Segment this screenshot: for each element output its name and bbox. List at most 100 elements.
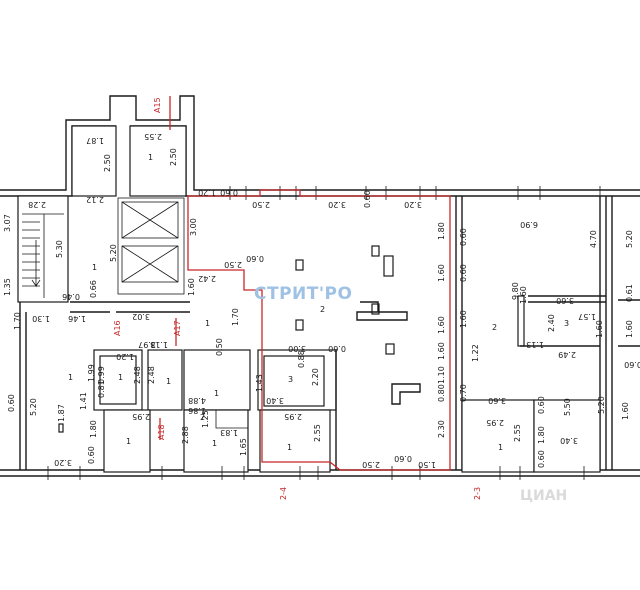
dimension-label: 2.88 xyxy=(181,426,190,444)
dimension-label: 2.50 xyxy=(224,260,242,269)
room-number: 1 xyxy=(212,439,217,448)
dimension-label: 1.86 xyxy=(188,406,206,415)
dimension-label: 5.30 xyxy=(55,240,64,258)
dimension-label: 0.88 xyxy=(297,350,306,368)
dimensions: 2.28 0.46 3.07 5.30 1.35 1.70 1.30 1.46 … xyxy=(3,132,640,469)
dimension-label: 1.83 xyxy=(220,428,238,437)
room-number: 1 xyxy=(68,373,73,382)
dimension-label: 0.46 xyxy=(62,292,80,301)
room-number: 1 xyxy=(214,389,219,398)
dimension-label: 2.55 xyxy=(313,424,322,442)
dimension-label: 0.81 xyxy=(97,380,106,398)
dimension-label: 3.02 xyxy=(132,312,150,321)
dimension-label: 0.66 xyxy=(89,280,98,298)
dimension-label: 0.99 xyxy=(97,366,106,384)
dimension-label: 1.70 xyxy=(13,312,22,330)
dimension-label: 2.48 xyxy=(147,366,156,384)
dimension-label: 1.57 xyxy=(578,312,596,321)
dimension-label: 0.60 xyxy=(246,254,264,263)
room-number: 2 xyxy=(200,413,205,422)
dimension-label: 0.60 xyxy=(624,360,640,369)
dimension-label: 2.12 xyxy=(86,195,104,204)
dimension-label: 1.60 xyxy=(459,310,468,328)
dimension-label: 0.60 xyxy=(7,394,16,412)
dimension-label: 3.20 xyxy=(328,200,346,209)
dimension-label: 5.20 xyxy=(625,230,634,248)
dimension-label: 1.87 xyxy=(57,404,66,422)
dimension-label: 1.20 xyxy=(116,352,134,361)
room-number: 1 xyxy=(166,377,171,386)
watermark: СТРИТ'РО xyxy=(254,284,352,304)
dimension-label: 1.87 xyxy=(86,136,104,145)
room-number: 3 xyxy=(288,375,293,384)
room-number: 1 xyxy=(126,437,131,446)
dimension-label: 2.55 xyxy=(144,132,162,141)
dimension-label: 1.18 xyxy=(150,340,168,349)
dimension-label: 1.50 xyxy=(418,460,436,469)
dimension-label: 0.50 xyxy=(215,338,224,356)
dimension-label: 2.42 xyxy=(198,274,216,283)
dimension-label: 2.95 xyxy=(284,412,302,421)
leased-area-outline xyxy=(187,189,451,471)
dimension-label: 2.49 xyxy=(558,350,576,359)
dimension-label: 1.60 xyxy=(437,264,446,282)
dimension-label: 2.55 xyxy=(513,424,522,442)
dimension-label: 2.95 xyxy=(132,412,150,421)
dimension-label: 2.50 xyxy=(362,460,380,469)
room-number: 1 xyxy=(498,443,503,452)
room-number: 3 xyxy=(564,319,569,328)
dimension-label: 1.46 xyxy=(68,314,86,323)
walls xyxy=(0,95,640,480)
dimension-label: 3.60 xyxy=(556,296,574,305)
dimension-label: 1.99 xyxy=(87,364,96,382)
axis-label: A18 xyxy=(157,424,166,440)
dimension-label: 0.61 xyxy=(625,284,634,302)
dimension-label: 3.00 xyxy=(288,344,306,353)
dimension-label: 3.00 xyxy=(189,218,198,236)
dimension-label: 2.50 xyxy=(252,200,270,209)
dimension-label: 1.35 xyxy=(3,278,12,296)
dimension-label: 5.20 xyxy=(29,398,38,416)
room-number: 1 xyxy=(92,263,97,272)
room-number: 1 xyxy=(287,443,292,452)
dimension-label: 5.50 xyxy=(563,398,572,416)
dimension-label: 3.40 xyxy=(560,436,578,445)
dimension-label: 1.70 xyxy=(231,308,240,326)
dimension-label: 1.80 xyxy=(437,222,446,240)
dimension-label: 4.70 xyxy=(589,230,598,248)
dimension-label: 1.65 xyxy=(239,438,248,456)
dimension-label: 1.25 xyxy=(201,410,210,428)
axis-label: 2-4 xyxy=(279,487,288,500)
dimension-label: 2.30 xyxy=(437,420,446,438)
dimension-label: 3.20 xyxy=(404,200,422,209)
dimension-label: 0.60 xyxy=(537,396,546,414)
dimension-label: 2.50 xyxy=(169,148,178,166)
dimension-label: 2.50 xyxy=(103,154,112,172)
dimension-label: 3.97 xyxy=(138,340,156,349)
axis-label: A15 xyxy=(153,97,162,113)
dimension-label: 0.80 xyxy=(437,384,446,402)
dimension-label: 0.60 xyxy=(459,228,468,246)
dimension-label: 0.60 xyxy=(459,264,468,282)
dimension-label: 3.20 xyxy=(54,458,72,467)
watermark-bottom: ЦИАН xyxy=(520,488,567,504)
dimension-label: 3.40 xyxy=(266,396,284,405)
dimension-label: 0.60 xyxy=(220,188,238,197)
dimension-label: 5.20 xyxy=(597,396,606,414)
dimension-label: 1.10 xyxy=(437,366,446,384)
dimension-label: 0.60 xyxy=(87,446,96,464)
room-numbers: 1 1 1 2 3 1 1 1 1 1 2 1 1 2 3 1 xyxy=(68,153,569,452)
dimension-label: 0.60 xyxy=(537,450,546,468)
dimension-label: 9.80 xyxy=(511,282,520,300)
dimension-label: 3.07 xyxy=(3,214,12,232)
dimension-label: 1.30 xyxy=(32,314,50,323)
dimension-label: 1.20 xyxy=(198,188,216,197)
dimension-label: 6.90 xyxy=(520,220,538,229)
axis-label: A17 xyxy=(173,320,182,336)
dimension-label: 4.88 xyxy=(188,396,206,405)
dimension-label: 1.60 xyxy=(519,286,528,304)
dimension-label: 1.60 xyxy=(625,320,634,338)
dimension-label: 1.22 xyxy=(471,344,480,362)
dimension-label: 1.43 xyxy=(255,374,264,392)
